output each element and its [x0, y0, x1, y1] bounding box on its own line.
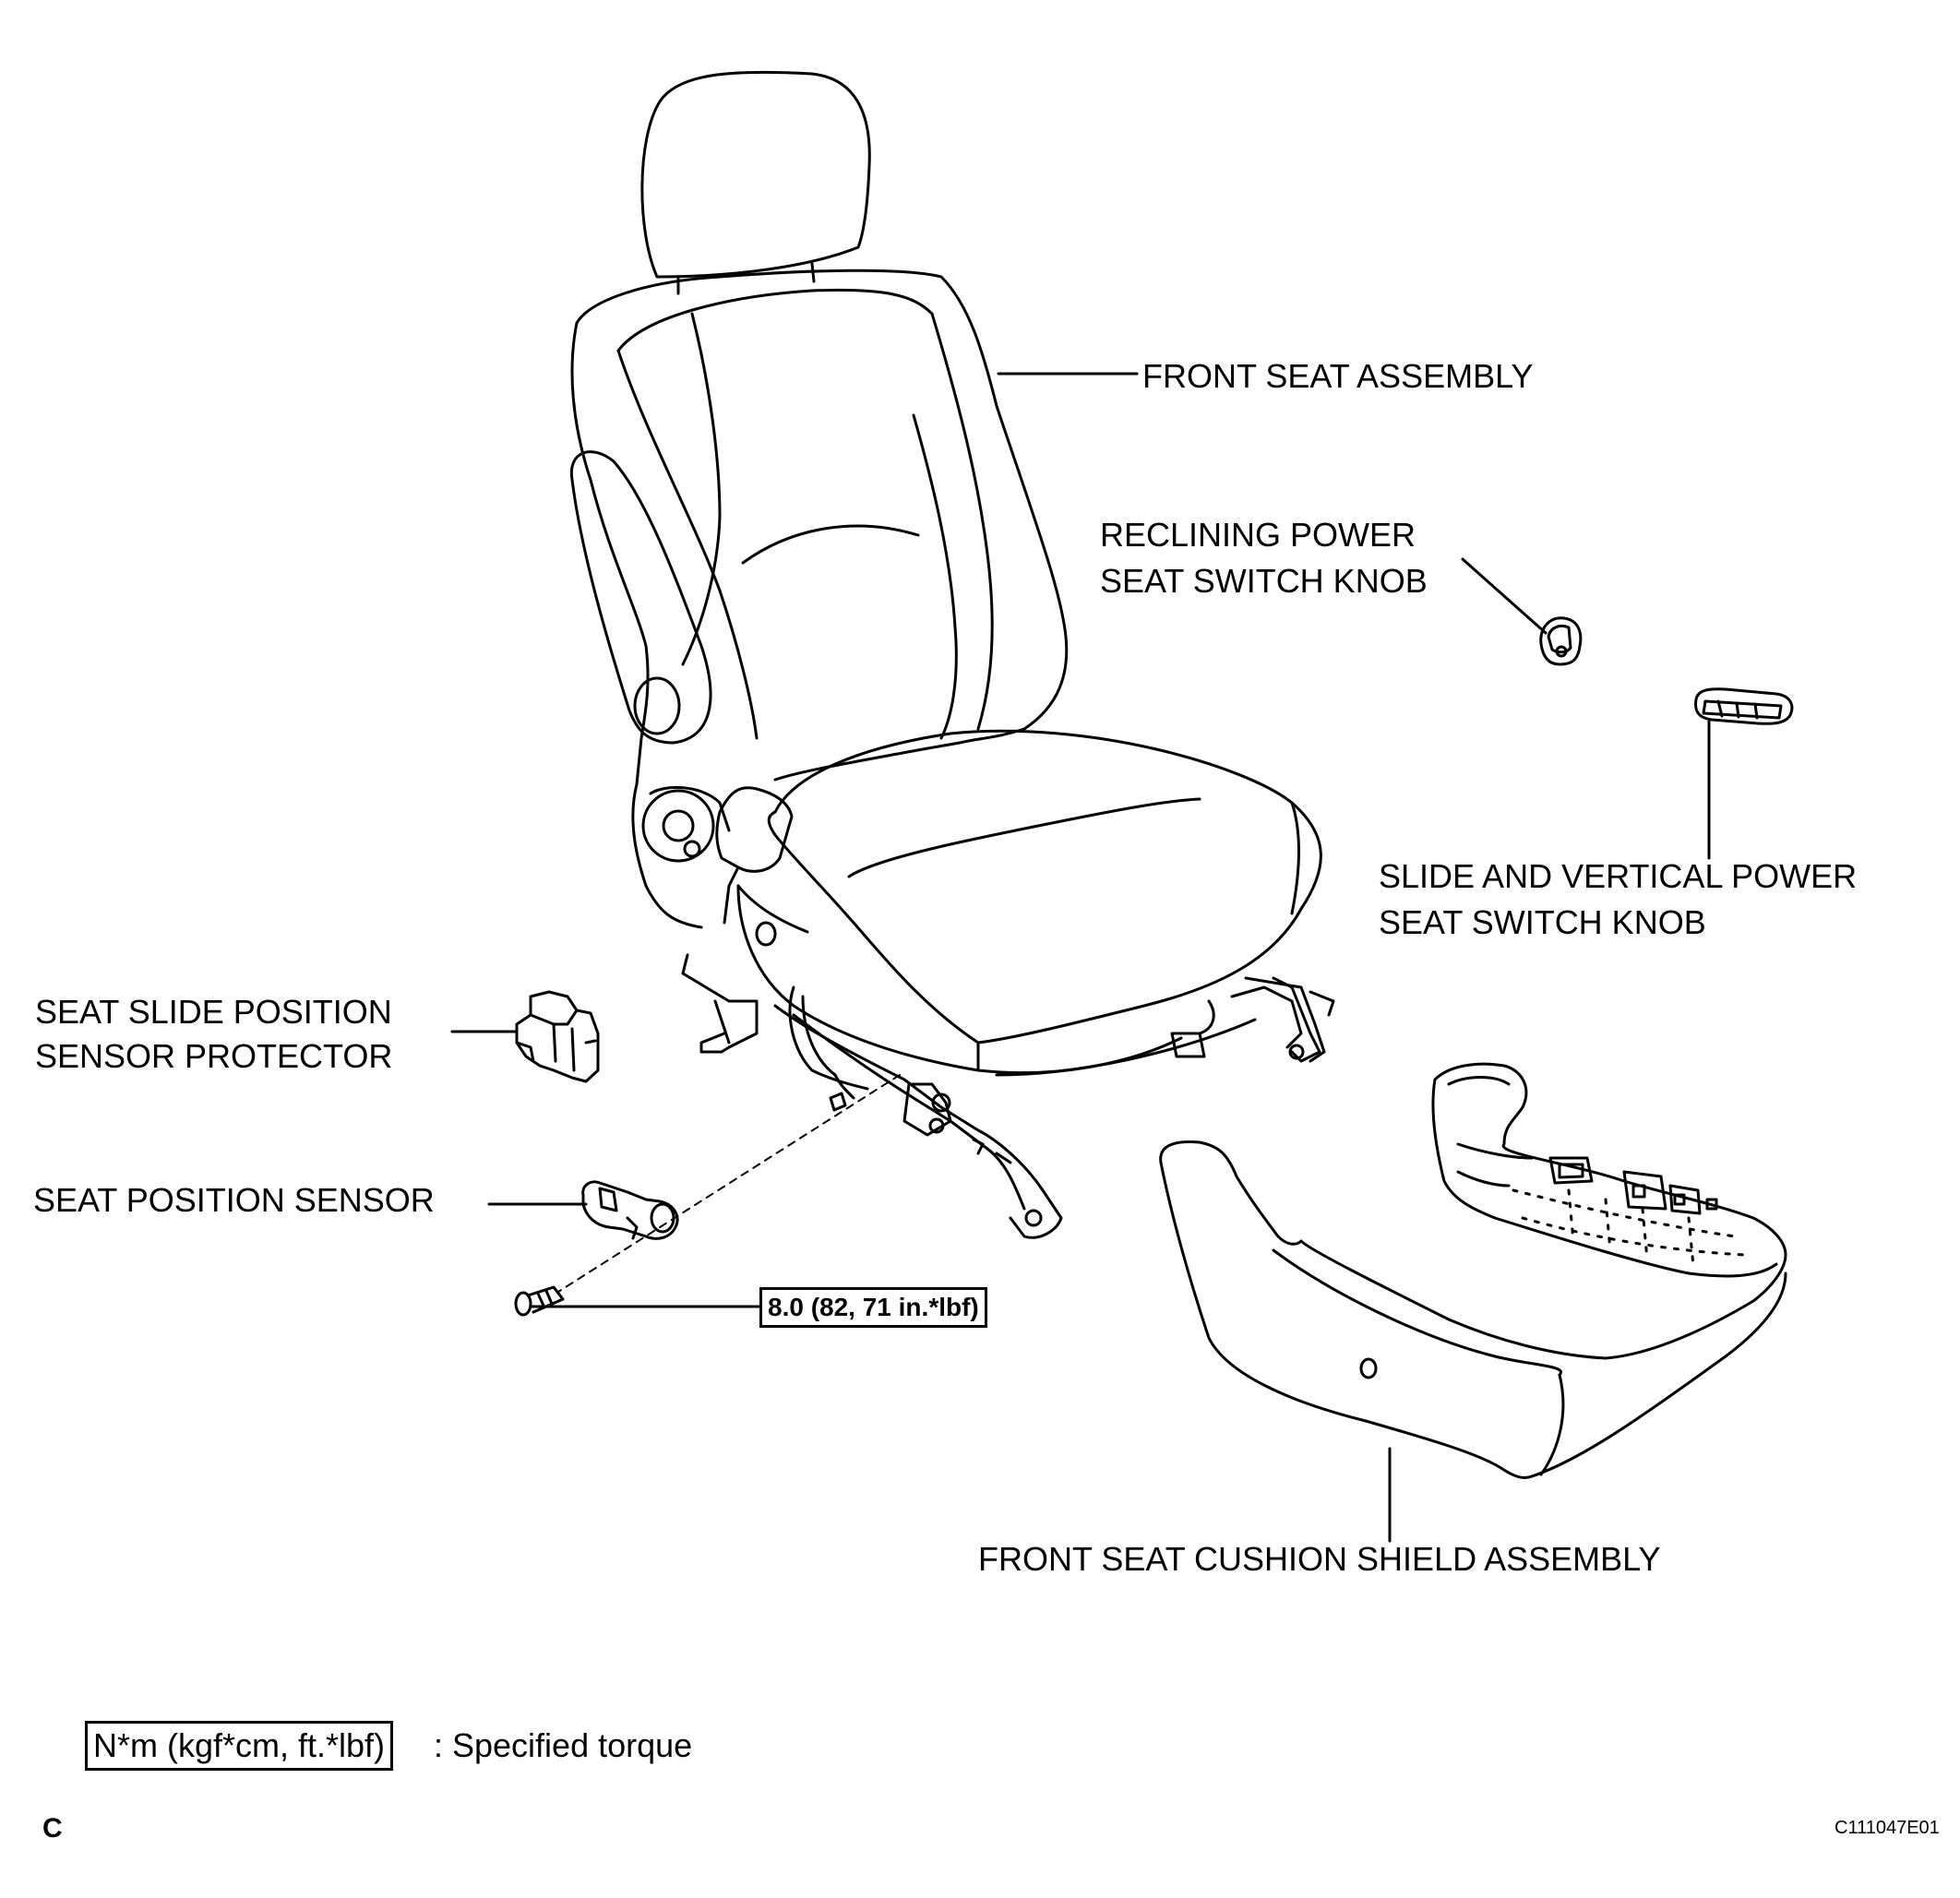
label-protector-line2: SENSOR PROTECTOR [35, 1037, 393, 1075]
rail-sensor-boss-2 [928, 1117, 945, 1134]
bolt-illustration [514, 1285, 565, 1317]
seatback-panel-right [930, 312, 994, 731]
shield-slot-2 [1673, 1193, 1686, 1206]
shield-crease [1272, 1248, 1563, 1377]
seatback-panel-left [616, 349, 759, 740]
label-reclining-knob-line2: SEAT SWITCH KNOB [1100, 562, 1428, 600]
rail-right-foot [1272, 976, 1321, 1063]
cushion-top [773, 729, 1322, 1044]
sensor-protector-illustration [515, 990, 600, 1083]
shield-front-face [1530, 1271, 1787, 1478]
wire-right-lead [1198, 999, 1215, 1035]
rail-main-inner [792, 1013, 1026, 1211]
install-axis-dashed [557, 1074, 901, 1293]
cushion-bottom-line [995, 1018, 1257, 1077]
shield-bracket-2 [1668, 1184, 1702, 1215]
shield-grid-v4 [1687, 1216, 1695, 1268]
shield-rear-left [1431, 1078, 1497, 1220]
shield-rib-2 [1456, 1170, 1511, 1188]
headrest [640, 70, 871, 279]
cushion-rear-right [1290, 801, 1300, 915]
armrest [569, 450, 712, 745]
rail-slot-2 [995, 1152, 1012, 1164]
rail-left-mount [681, 953, 759, 1054]
recliner-gear-inner [662, 809, 695, 842]
recliner-cover [631, 782, 703, 929]
shield-grid-h [1512, 1188, 1737, 1238]
shield-front-lower [1159, 1161, 1534, 1480]
label-cushion-shield: FRONT SEAT CUSHION SHIELD ASSEMBLY [978, 1540, 1661, 1578]
recliner-arm [649, 785, 731, 832]
leader-reclining-knob [1461, 557, 1548, 635]
seatback-side-bolster [681, 312, 722, 666]
label-reclining-knob-line1: RECLINING POWER [1100, 516, 1416, 554]
seat-position-sensor-illustration [581, 1180, 679, 1240]
seatback-lumbar-line [741, 524, 920, 565]
shield-edge-curve [1539, 1373, 1565, 1476]
cushion-side [736, 884, 1183, 1075]
wire-harness-2 [801, 995, 837, 1077]
cushion-front [767, 810, 980, 1044]
label-protector-line1: SEAT SLIDE POSITION [35, 993, 392, 1031]
shield-grid-v1 [1567, 1188, 1575, 1243]
seatback-panel-outer [616, 288, 934, 352]
rail-right-bolt-hole [1288, 1044, 1305, 1060]
slide-vertical-switch-knob-illustration [1694, 687, 1794, 725]
cushion-shield-illustration [1159, 1062, 1787, 1480]
seatback-outline [575, 269, 1069, 782]
shield-slot-1 [1631, 1184, 1646, 1199]
rail-left-foot [713, 999, 731, 1044]
label-slide-vertical-line1: SLIDE AND VERTICAL POWER [1379, 857, 1858, 895]
legend-unit-box: N*m (kgf*cm, ft.*lbf) [85, 1721, 394, 1771]
figure-code: C111047E01 [1835, 1818, 1940, 1838]
rail-sensor-bracket [902, 1082, 952, 1137]
shield-grid-v3 [1641, 1207, 1649, 1261]
seatback-bolster-curve [912, 413, 958, 740]
label-slide-vertical-line2: SEAT SWITCH KNOB [1379, 903, 1706, 941]
rail-right-mount [1230, 985, 1303, 1049]
shield-front-outer [1159, 1140, 1787, 1360]
rail-right-front [1309, 990, 1335, 1017]
rail-clip [829, 1092, 847, 1112]
seatback-left-edge [570, 321, 650, 786]
seatbelt-buckle [715, 786, 794, 873]
torque-spec-box: 8.0 (82, 71 in.*lbf) [759, 1287, 987, 1328]
shield-grid-v2 [1604, 1198, 1612, 1252]
shield-rib-1 [1456, 1142, 1534, 1160]
front-seat-illustration [569, 70, 1335, 1239]
label-position-sensor: SEAT POSITION SENSOR [33, 1181, 435, 1219]
wire-harness [788, 985, 869, 1091]
shield-slot-3 [1705, 1198, 1718, 1211]
shield-grid-h2 [1521, 1216, 1746, 1257]
corner-letter: C [42, 1813, 63, 1844]
armrest-pivot [633, 676, 681, 735]
shield-clip-2 [1558, 1163, 1584, 1179]
seatbelt-stalk [723, 865, 740, 925]
cushion-side-panel [736, 884, 809, 934]
label-front-seat-assembly: FRONT SEAT ASSEMBLY [1142, 357, 1534, 395]
cushion-seam [847, 797, 1201, 878]
rail-sensor-boss-1 [931, 1092, 951, 1113]
shield-bracket [1622, 1170, 1667, 1211]
rail-main-left [773, 1004, 1063, 1239]
shield-rear-top [1447, 1076, 1511, 1086]
rail-slot-1 [972, 1138, 985, 1155]
reclining-switch-knob-illustration [1539, 616, 1583, 666]
shield-rear-outer [1433, 1062, 1787, 1257]
shield-rear-inner [1493, 1216, 1778, 1278]
wire-connector-right [1170, 1032, 1206, 1058]
legend-description: : Specified torque [434, 1726, 693, 1764]
cushion-side-hole [755, 921, 777, 947]
leader-lines [450, 372, 1711, 1543]
recliner-gear-bolt [683, 840, 701, 858]
rail-left-bolt-hole [1024, 1209, 1043, 1227]
wire-front-lead [833, 1073, 855, 1100]
shield-clip [1548, 1156, 1594, 1185]
shield-hole [1359, 1357, 1378, 1379]
recliner-gear-outer [641, 789, 715, 863]
